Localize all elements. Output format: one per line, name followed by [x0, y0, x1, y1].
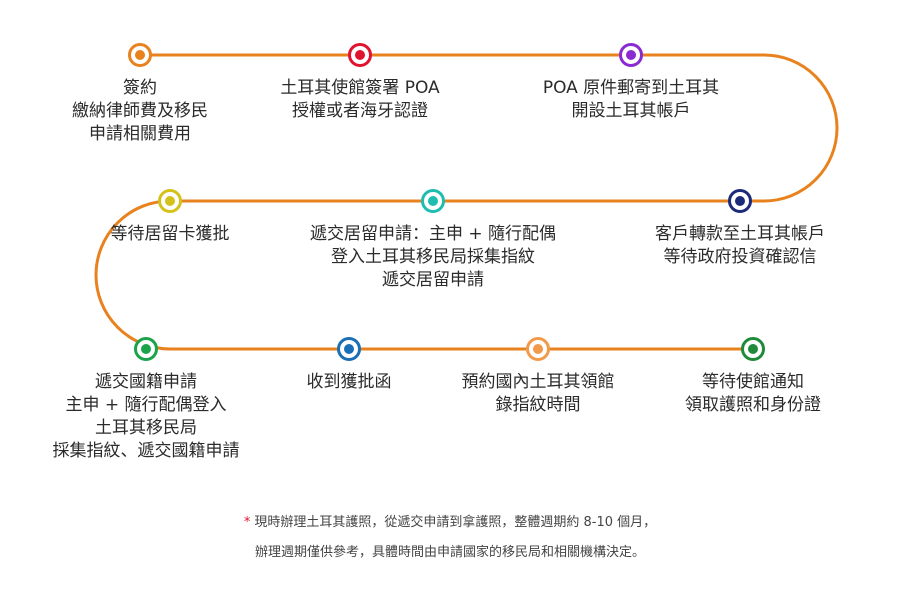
- step-text-line: 土耳其移民局: [95, 418, 197, 438]
- step-text-line: POA 原件郵寄到土耳其: [542, 78, 720, 98]
- step-text-line: 等待使館通知: [702, 372, 804, 392]
- step-text-line: 主申 + 隨行配偶登入: [65, 395, 227, 415]
- step-marker-center: [141, 344, 151, 354]
- step-marker-center: [533, 344, 543, 354]
- step-text-line: 簽約: [123, 78, 157, 98]
- step-text-line: 收到獲批函: [306, 372, 392, 392]
- footnote-line: 辦理週期僅供參考，具體時間由申請國家的移民局和相關機構決定。: [254, 545, 645, 560]
- step-marker: [337, 337, 361, 361]
- step-marker: [619, 43, 643, 67]
- step-text-line: 授權或者海牙認證: [292, 101, 428, 121]
- step-marker-center: [626, 50, 636, 60]
- step-marker-center: [748, 344, 758, 354]
- step-label: 客戶轉款至土耳其帳戶 等待政府投資確認信: [600, 223, 880, 269]
- step-marker-center: [165, 196, 175, 206]
- step-marker: [526, 337, 550, 361]
- step-text-line: 客戶轉款至土耳其帳戶: [655, 224, 825, 244]
- footnote: *現時辦理土耳其護照，從遞交申請到拿護照，整體週期約 8-10 個月， 辦理週期…: [0, 508, 900, 568]
- step-marker: [128, 43, 152, 67]
- step-marker-center: [135, 50, 145, 60]
- step-text-line: 預約國內土耳其領館: [461, 372, 615, 392]
- step-marker-center: [355, 50, 365, 60]
- footnote-text: 現時辦理土耳其護照，從遞交申請到拿護照，整體週期約 8-10 個月，: [254, 515, 657, 530]
- step-text-line: 等待政府投資確認信: [663, 247, 817, 267]
- step-text-line: 等待居留卡獲批: [110, 224, 230, 244]
- step-text-line: 錄指紋時間: [495, 395, 581, 415]
- step-marker-center: [344, 344, 354, 354]
- step-text-line: 採集指紋、遞交國籍申請: [52, 441, 240, 461]
- step-label: 等待居留卡獲批: [30, 223, 310, 246]
- asterisk-icon: *: [243, 515, 251, 530]
- step-marker: [348, 43, 372, 67]
- step-label: 預約國內土耳其領館 錄指紋時間: [398, 371, 678, 417]
- step-text-line: 申請相關費用: [89, 124, 191, 144]
- footnote-line: *現時辦理土耳其護照，從遞交申請到拿護照，整體週期約 8-10 個月，: [0, 508, 900, 538]
- step-text-line: 土耳其使館簽署 POA: [280, 78, 440, 98]
- step-marker: [421, 189, 445, 213]
- step-marker-center: [428, 196, 438, 206]
- step-text-line: 登入土耳其移民局採集指紋: [331, 247, 535, 267]
- step-marker: [158, 189, 182, 213]
- step-text-line: 遞交居留申請：主申 + 隨行配偶: [309, 224, 557, 244]
- step-marker-center: [735, 196, 745, 206]
- step-text-line: 繳納律師費及移民: [72, 101, 208, 121]
- step-label: 等待使館通知 領取護照和身份證: [613, 371, 893, 417]
- step-label: 簽約 繳納律師費及移民 申請相關費用: [0, 77, 280, 146]
- step-text-line: 遞交國籍申請: [95, 372, 197, 392]
- step-label: 收到獲批函: [209, 371, 489, 394]
- step-label: 遞交居留申請：主申 + 隨行配偶 登入土耳其移民局採集指紋 遞交居留申請: [293, 223, 573, 292]
- step-text-line: 遞交居留申請: [382, 270, 484, 290]
- step-label: 土耳其使館簽署 POA 授權或者海牙認證: [220, 77, 500, 123]
- step-text-line: 開設土耳其帳戶: [571, 101, 691, 121]
- step-marker: [741, 337, 765, 361]
- step-marker: [134, 337, 158, 361]
- step-label: POA 原件郵寄到土耳其 開設土耳其帳戶: [491, 77, 771, 123]
- step-marker: [728, 189, 752, 213]
- route-line: [94, 53, 839, 351]
- step-label: 遞交國籍申請 主申 + 隨行配偶登入 土耳其移民局 採集指紋、遞交國籍申請: [6, 371, 286, 463]
- step-text-line: 領取護照和身份證: [685, 395, 821, 415]
